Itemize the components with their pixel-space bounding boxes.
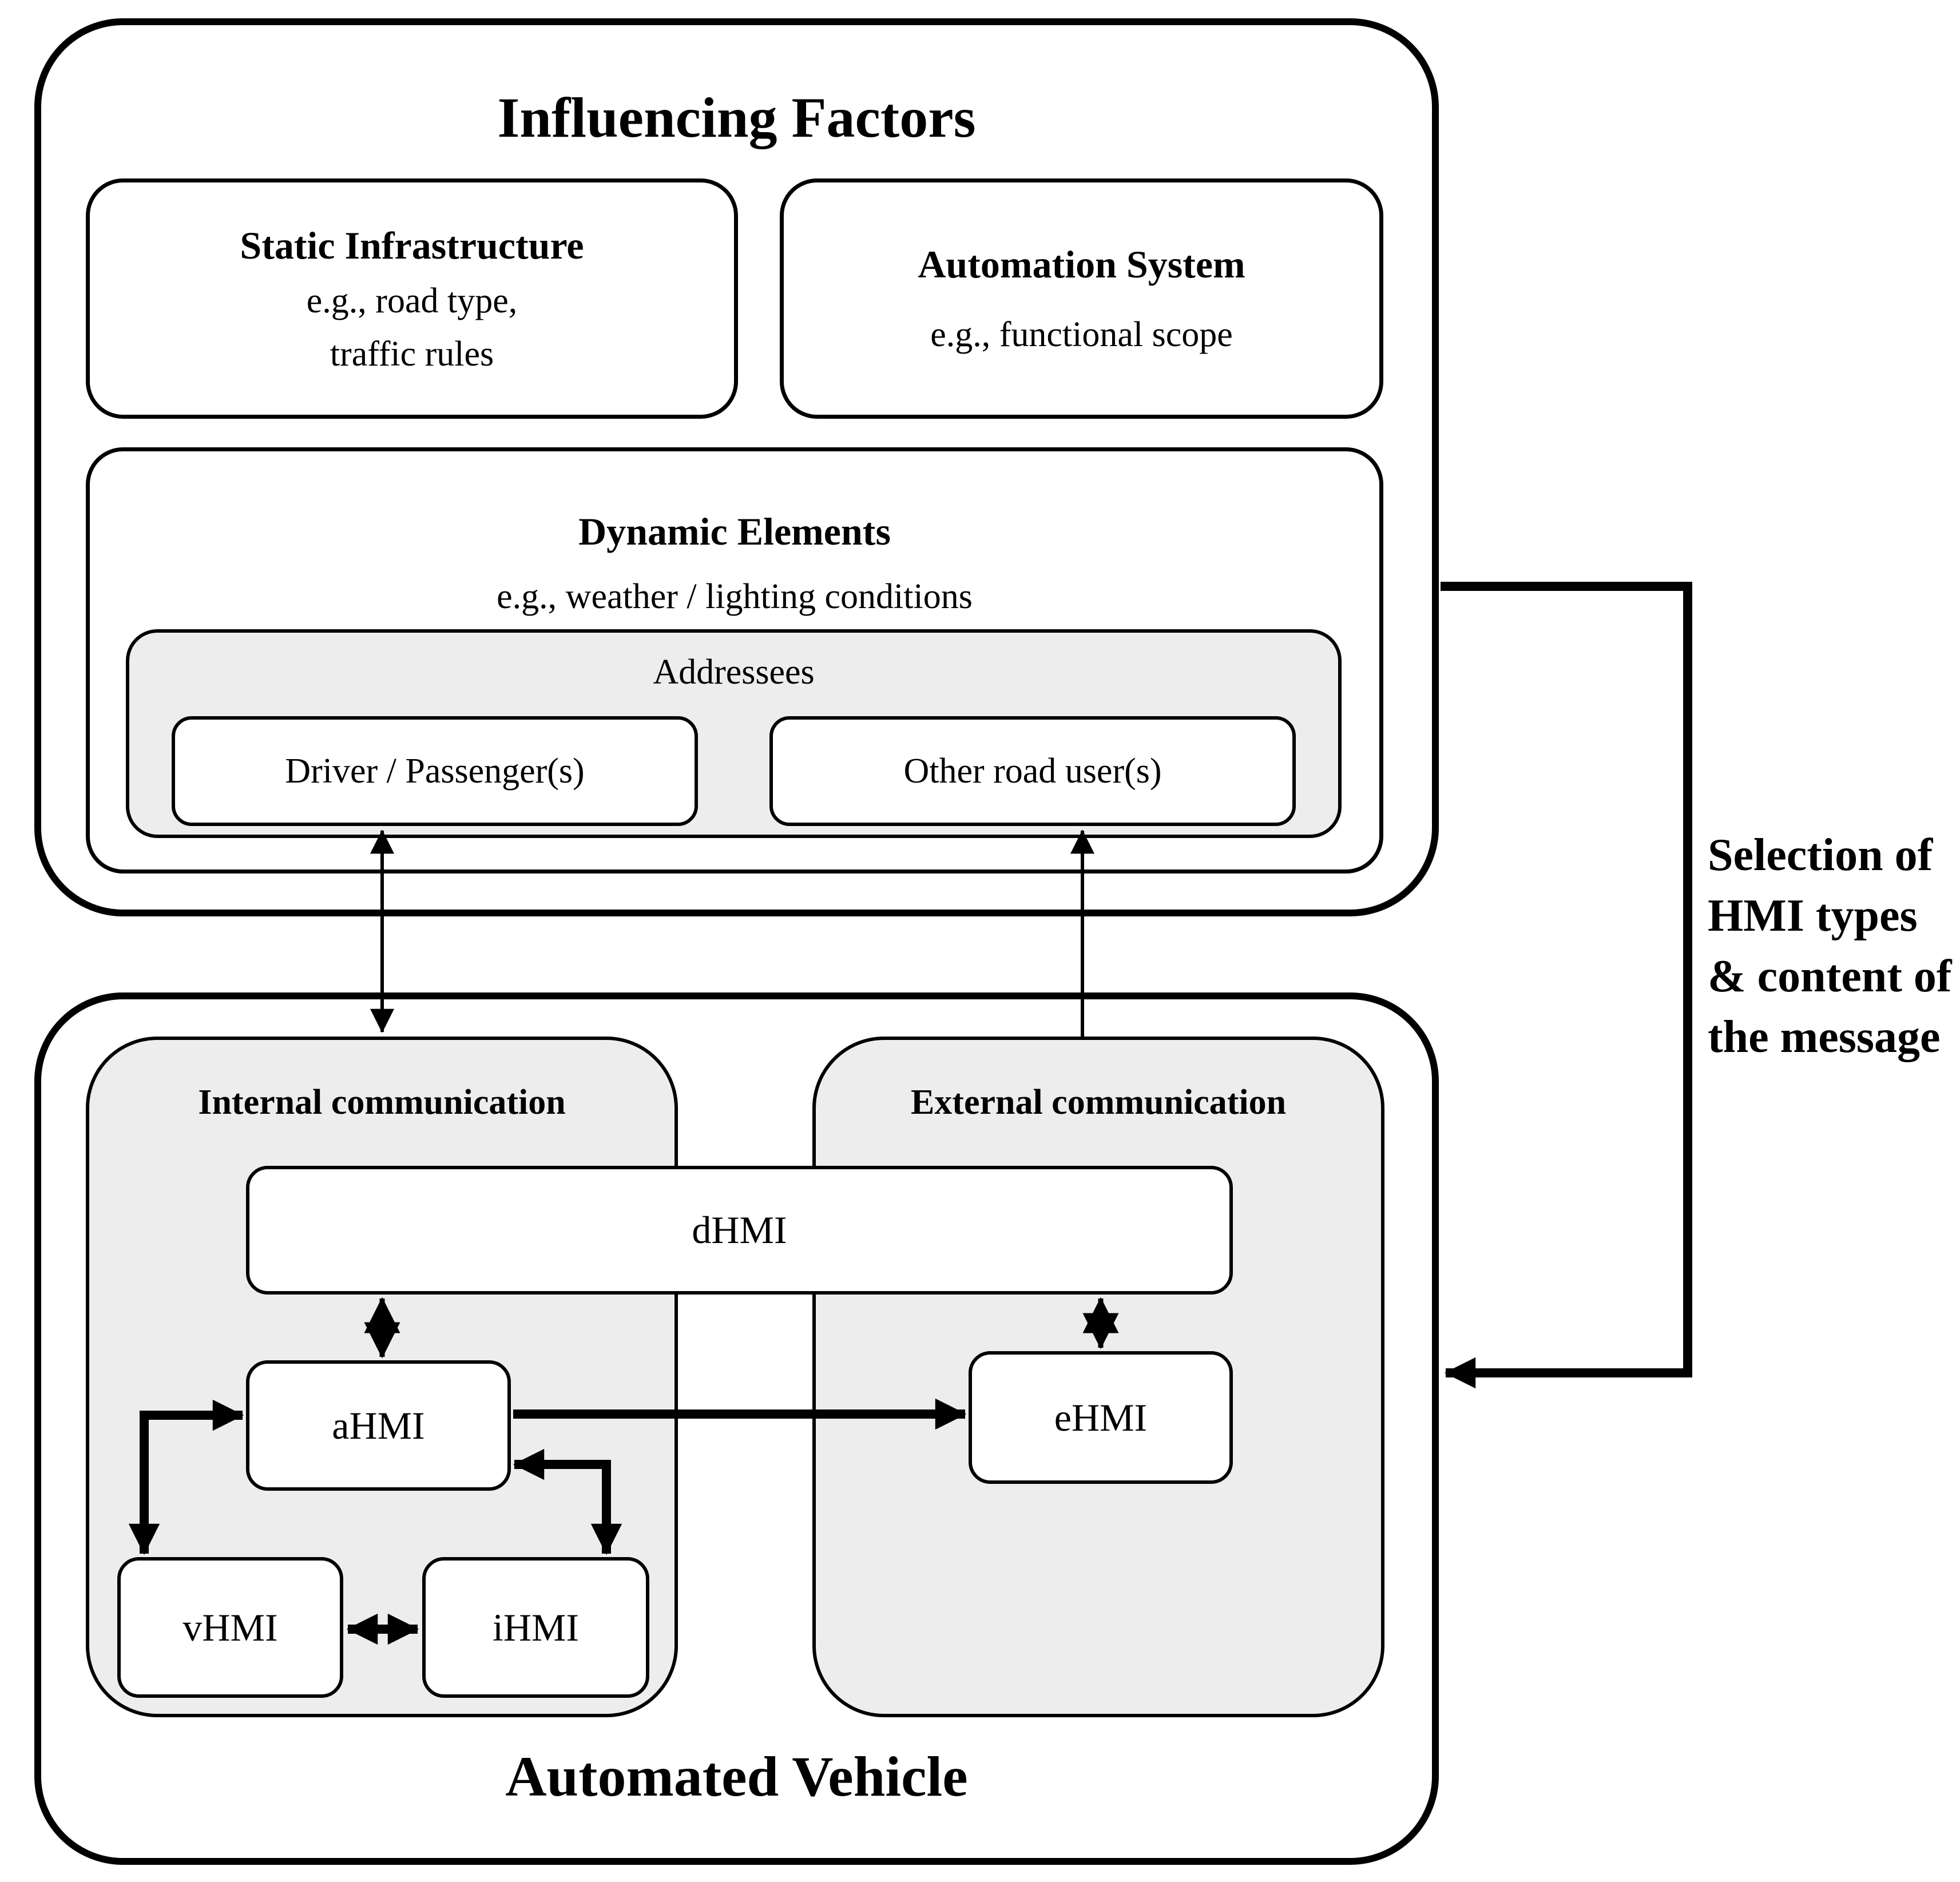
automation-system-example-line1: e.g., functional scope	[930, 315, 1233, 354]
dhmi-box: dHMI	[246, 1166, 1233, 1295]
selection-note-line1: Selection of	[1708, 830, 1933, 880]
other-road-users-box: Other road user(s)	[769, 716, 1296, 826]
addressees-title: Addressees	[653, 653, 815, 692]
selection-note: Selection of HMI types & content of the …	[1708, 825, 1952, 1067]
ehmi-label: eHMI	[1054, 1395, 1148, 1439]
selection-note-line3: & content of	[1708, 951, 1952, 1002]
static-infrastructure-example-line2: traffic rules	[330, 334, 494, 374]
arrow-feedback-selection	[1441, 582, 1692, 1389]
other-road-users-label: Other road user(s)	[903, 751, 1162, 791]
selection-note-line2: HMI types	[1708, 891, 1918, 941]
dynamic-elements-title: Dynamic Elements	[578, 510, 891, 553]
ehmi-box: eHMI	[969, 1351, 1233, 1484]
external-communication-label: External communication	[910, 1083, 1287, 1122]
static-infrastructure-box: Static Infrastructure e.g., road type, t…	[86, 178, 738, 419]
dynamic-elements-example-line1: e.g., weather / lighting conditions	[497, 577, 973, 616]
automation-system-box: Automation System e.g., functional scope	[780, 178, 1383, 419]
vhmi-label: vHMI	[182, 1605, 278, 1649]
ahmi-box: aHMI	[246, 1360, 511, 1491]
dhmi-label: dHMI	[692, 1208, 787, 1252]
automation-system-title: Automation System	[918, 243, 1245, 286]
influencing-factors-title: Influencing Factors	[497, 86, 976, 149]
driver-passengers-label: Driver / Passenger(s)	[285, 751, 585, 791]
ihmi-label: iHMI	[492, 1605, 580, 1649]
vhmi-box: vHMI	[117, 1557, 343, 1698]
static-infrastructure-title: Static Infrastructure	[240, 223, 584, 267]
selection-note-line4: the message	[1708, 1012, 1941, 1062]
ahmi-label: aHMI	[332, 1403, 425, 1447]
driver-passengers-box: Driver / Passenger(s)	[172, 716, 698, 826]
automated-vehicle-title: Automated Vehicle	[505, 1745, 968, 1808]
ihmi-box: iHMI	[422, 1557, 649, 1698]
internal-communication-label: Internal communication	[198, 1083, 566, 1122]
static-infrastructure-example-line1: e.g., road type,	[306, 281, 518, 320]
